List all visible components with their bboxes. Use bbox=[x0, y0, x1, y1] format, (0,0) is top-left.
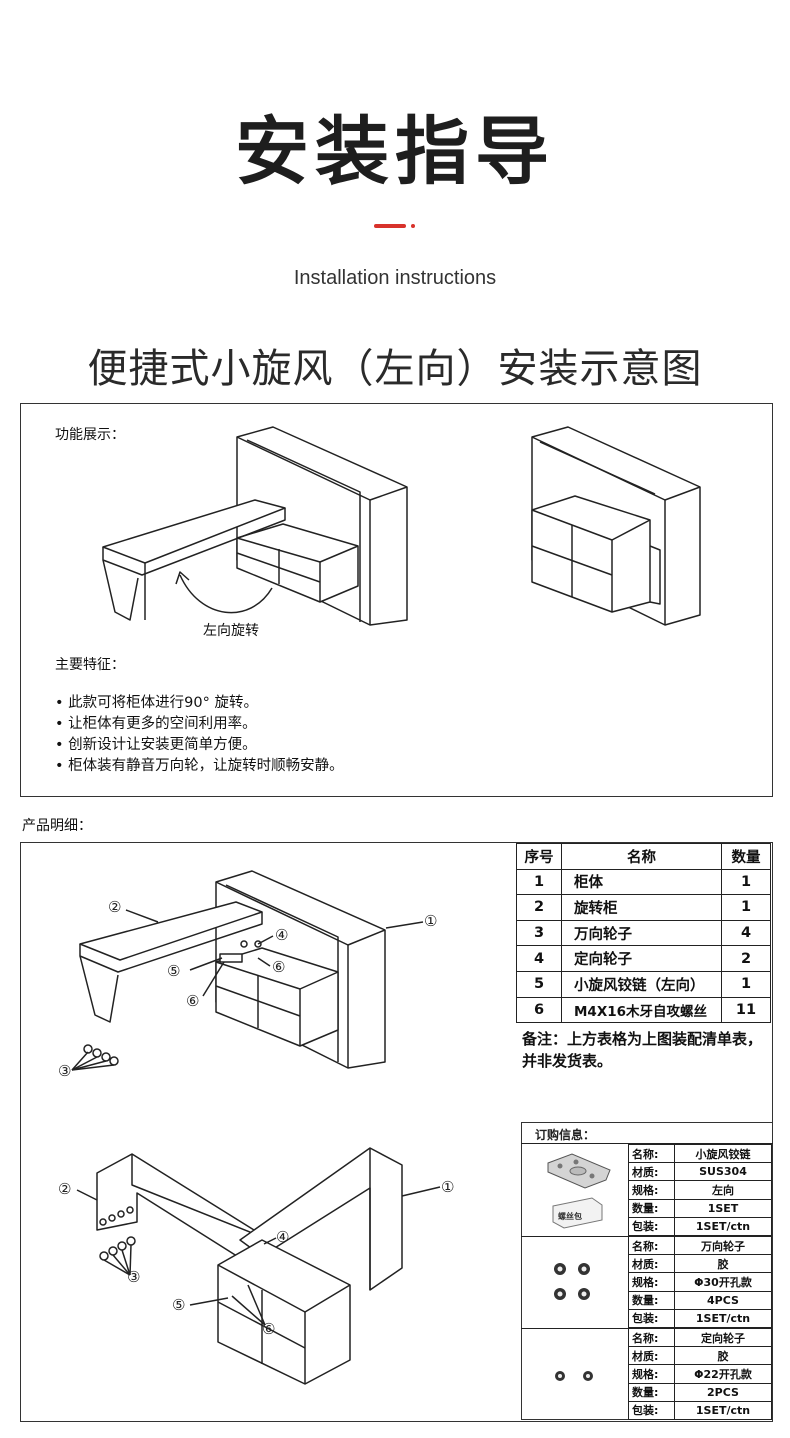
function-label: 功能展示： bbox=[55, 427, 125, 443]
cell: 1 bbox=[516, 868, 562, 896]
spec-value: 4PCS bbox=[674, 1290, 772, 1310]
spec-key: 包装: bbox=[628, 1308, 675, 1328]
table-row: 3 万向轮子 4 bbox=[516, 919, 771, 947]
table-note: 备注：上方表格为上图装配清单表，并非发货表。 bbox=[522, 1030, 763, 1070]
cell: 1 bbox=[721, 894, 771, 921]
spec-value: 胶 bbox=[674, 1254, 772, 1274]
spec-key: 数量: bbox=[628, 1198, 675, 1218]
spec-key: 材质: bbox=[628, 1162, 675, 1182]
callout-1: ① bbox=[441, 1178, 455, 1196]
table-row: 6 M4X16木牙自攻螺丝 11 bbox=[516, 996, 771, 1024]
desk-rotated-illustration bbox=[102, 426, 408, 626]
product-detail-label: 产品明细： bbox=[22, 818, 92, 834]
spec-key: 规格: bbox=[628, 1364, 675, 1384]
feature-item: • 柜体装有静音万向轮，让旋转时顺畅安静。 bbox=[55, 758, 344, 774]
function-panel bbox=[20, 403, 773, 797]
table-row: 1 柜体 1 bbox=[516, 868, 771, 896]
cell: 4 bbox=[516, 945, 562, 972]
feature-item: • 此款可将柜体进行90° 旋转。 bbox=[55, 695, 258, 711]
spec-value: 1SET/ctn bbox=[674, 1308, 772, 1328]
cell: 11 bbox=[721, 996, 771, 1024]
callout-3: ③ bbox=[127, 1268, 141, 1286]
cell: 万向轮子 bbox=[561, 919, 722, 947]
spec-value: 定向轮子 bbox=[674, 1327, 772, 1348]
spec-key: 材质: bbox=[628, 1254, 675, 1274]
spec-value: SUS304 bbox=[674, 1162, 772, 1182]
callout-4: ④ bbox=[276, 1228, 290, 1246]
spec-value: 1SET bbox=[674, 1198, 772, 1218]
cell: 小旋风铰链（左向） bbox=[561, 970, 722, 998]
table-row: 5 小旋风铰链（左向） 1 bbox=[516, 970, 771, 998]
parts-table: 序号 名称 数量 1 柜体 1 2 旋转柜 1 3 万向轮子 4 4 定向轮子 … bbox=[516, 843, 771, 1024]
spec-value: Φ30开孔款 bbox=[674, 1272, 772, 1292]
order-info-panel bbox=[521, 1122, 773, 1420]
divider bbox=[521, 1236, 628, 1237]
callout-2: ② bbox=[108, 898, 122, 916]
features-label: 主要特征： bbox=[55, 657, 125, 673]
desk-closed-illustration bbox=[531, 426, 701, 626]
cell: 1 bbox=[721, 970, 771, 998]
spec-key: 数量: bbox=[628, 1382, 675, 1402]
spec-key: 材质: bbox=[628, 1346, 675, 1366]
screw-bag-label: 螺丝包 bbox=[558, 1212, 582, 1221]
divider bbox=[521, 1328, 628, 1329]
callout-4: ④ bbox=[275, 926, 289, 944]
spec-value: 左向 bbox=[674, 1180, 772, 1200]
spec-key: 名称: bbox=[628, 1327, 675, 1348]
cell: 定向轮子 bbox=[561, 945, 722, 972]
order-info-title: 订购信息： bbox=[535, 1128, 596, 1142]
accent-dot bbox=[411, 224, 415, 228]
features-list: • 此款可将柜体进行90° 旋转。 • 让柜体有更多的空间利用率。 • 创新设计… bbox=[55, 693, 344, 777]
rotate-label: 左向旋转 bbox=[203, 623, 259, 639]
spec-value: 胶 bbox=[674, 1346, 772, 1366]
spec-key: 规格: bbox=[628, 1272, 675, 1292]
callout-6: ⑥ bbox=[186, 992, 200, 1010]
cell: 2 bbox=[516, 894, 562, 921]
spec-value: Φ22开孔款 bbox=[674, 1364, 772, 1384]
col-header: 数量 bbox=[721, 843, 771, 870]
table-row: 4 定向轮子 2 bbox=[516, 945, 771, 972]
spec-table-swivel-caster: 名称:万向轮子 材质:胶 规格:Φ30开孔款 数量:4PCS 包装:1SET/c… bbox=[628, 1235, 772, 1328]
diagram-title: 便捷式小旋风（左向）安装示意图 bbox=[87, 346, 703, 392]
page-title: 安装指导 bbox=[235, 109, 555, 195]
callout-5: ⑤ bbox=[167, 962, 181, 980]
spec-value: 万向轮子 bbox=[674, 1235, 772, 1256]
spec-value: 1SET/ctn bbox=[674, 1400, 772, 1420]
callout-1: ① bbox=[424, 912, 438, 930]
spec-key: 名称: bbox=[628, 1143, 675, 1164]
cell: 3 bbox=[516, 919, 562, 947]
page-subtitle: Installation instructions bbox=[293, 267, 497, 289]
callout-6: ⑥ bbox=[262, 1320, 276, 1338]
callout-3: ③ bbox=[58, 1062, 72, 1080]
spec-table-hinge: 名称:小旋风铰链 材质:SUS304 规格:左向 数量:1SET 包装:1SET… bbox=[628, 1143, 772, 1236]
feature-item: • 让柜体有更多的空间利用率。 bbox=[55, 716, 257, 732]
spec-key: 数量: bbox=[628, 1290, 675, 1310]
callout-2: ② bbox=[58, 1180, 72, 1198]
feature-item: • 创新设计让安装更简单方便。 bbox=[55, 737, 257, 753]
spec-value: 2PCS bbox=[674, 1382, 772, 1402]
spec-key: 包装: bbox=[628, 1400, 675, 1420]
spec-value: 小旋风铰链 bbox=[674, 1143, 772, 1164]
spec-key: 包装: bbox=[628, 1216, 675, 1236]
cell: 2 bbox=[721, 945, 771, 972]
spec-key: 规格: bbox=[628, 1180, 675, 1200]
cell: 柜体 bbox=[561, 868, 722, 896]
spec-value: 1SET/ctn bbox=[674, 1216, 772, 1236]
divider bbox=[521, 1143, 773, 1144]
spec-table-fixed-caster: 名称:定向轮子 材质:胶 规格:Φ22开孔款 数量:2PCS 包装:1SET/c… bbox=[628, 1327, 772, 1420]
spec-key: 名称: bbox=[628, 1235, 675, 1256]
callout-6: ⑥ bbox=[272, 958, 286, 976]
accent-bar bbox=[374, 224, 406, 228]
callout-5: ⑤ bbox=[172, 1296, 186, 1314]
cell: 4 bbox=[721, 919, 771, 947]
